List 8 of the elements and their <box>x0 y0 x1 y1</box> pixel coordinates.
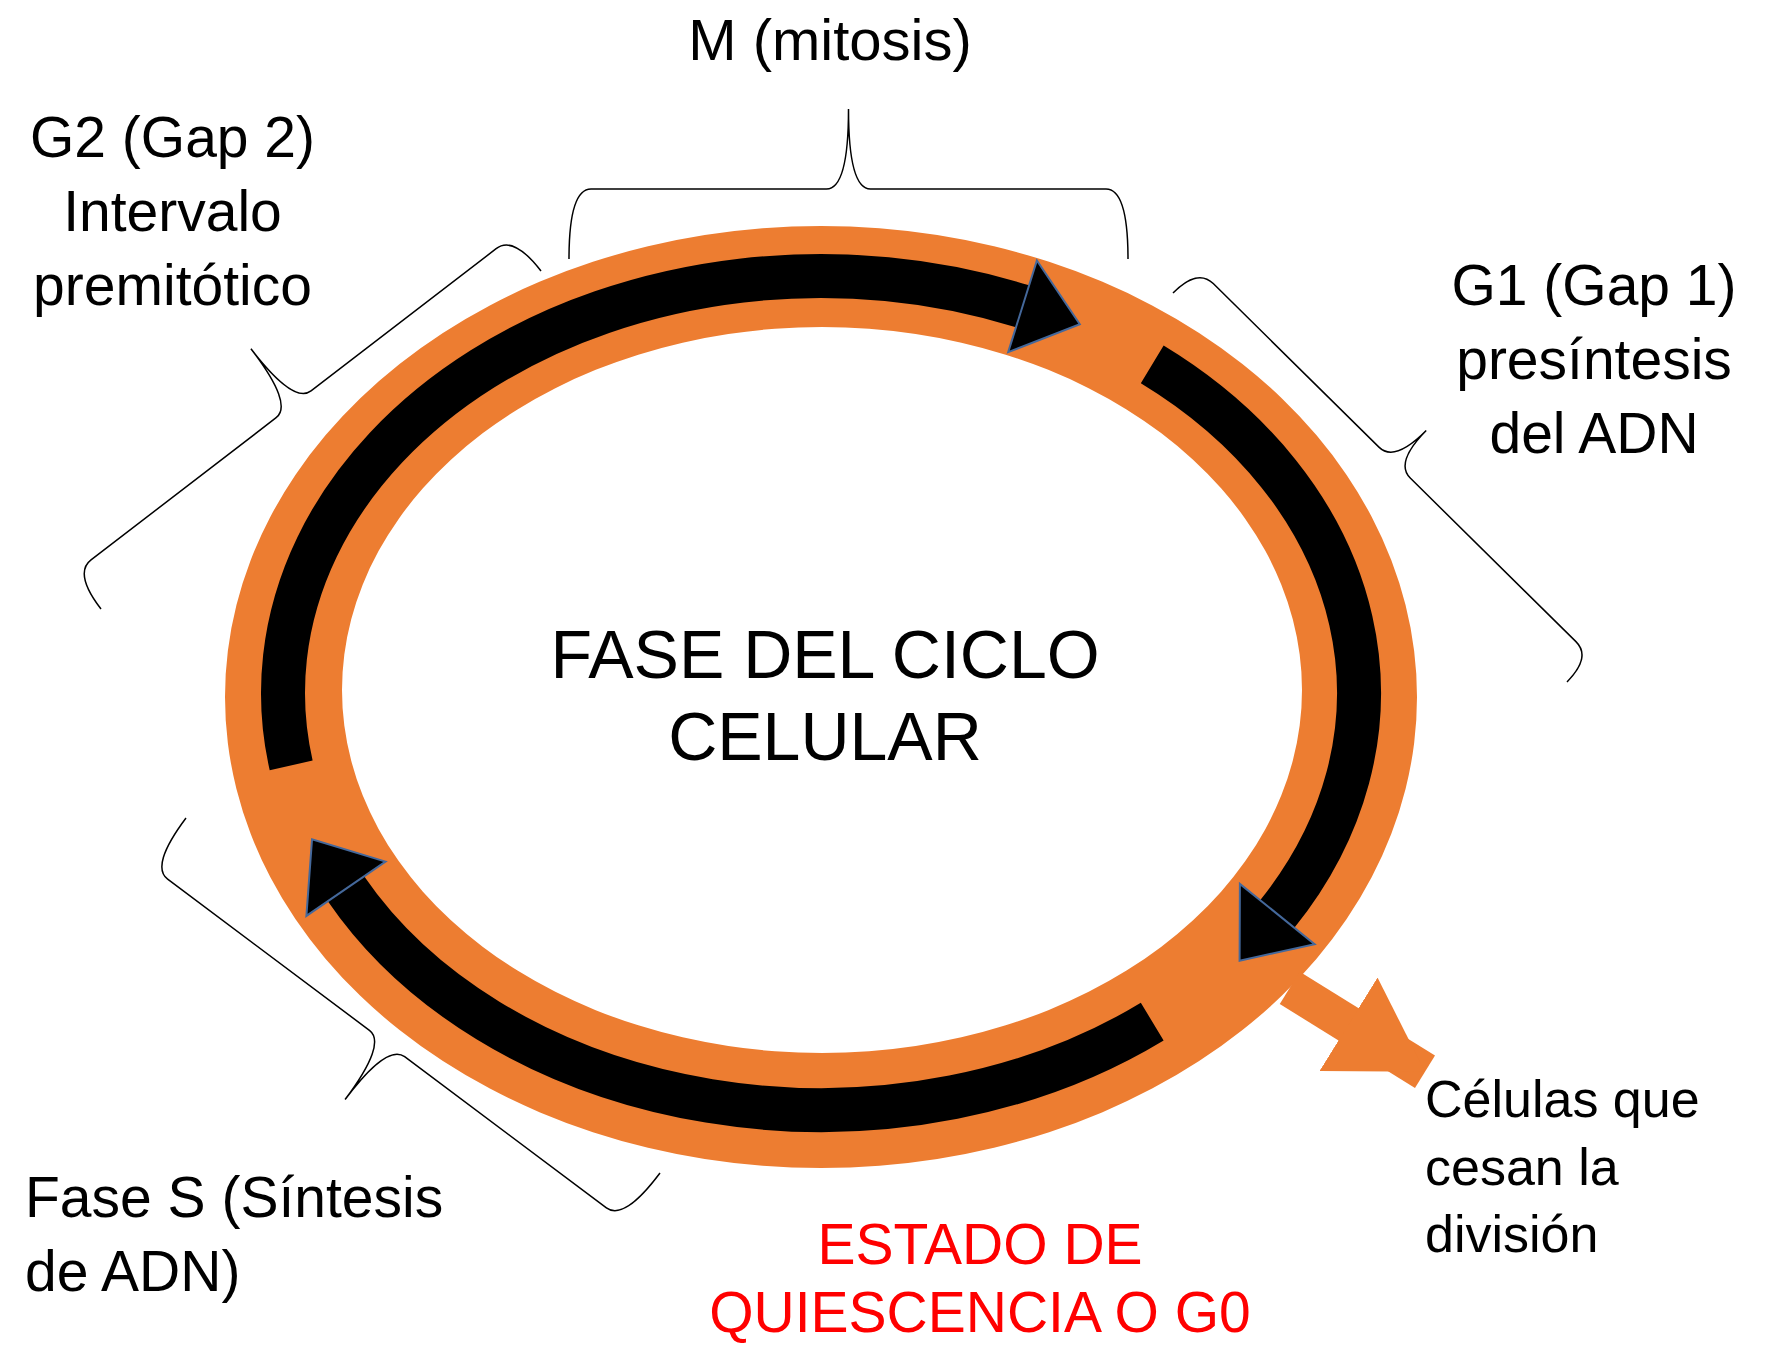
phase-label: G1 (Gap 1) presíntesis del ADN <box>1450 252 1738 468</box>
phase-label: G2 (Gap 2) Intervalo premitótico <box>28 104 317 320</box>
phase-label: M (mitosis) <box>687 8 973 72</box>
center-title: FASE DEL CICLO CELULAR <box>549 615 1101 776</box>
state-label: ESTADO DE QUIESCENCIA O G0 <box>708 1211 1252 1347</box>
thick-arrow <box>1279 971 1435 1088</box>
phase-label: Fase S (Síntesis de ADN) <box>25 1164 445 1306</box>
outcome-text: Células que cesan la división <box>1425 1066 1761 1269</box>
